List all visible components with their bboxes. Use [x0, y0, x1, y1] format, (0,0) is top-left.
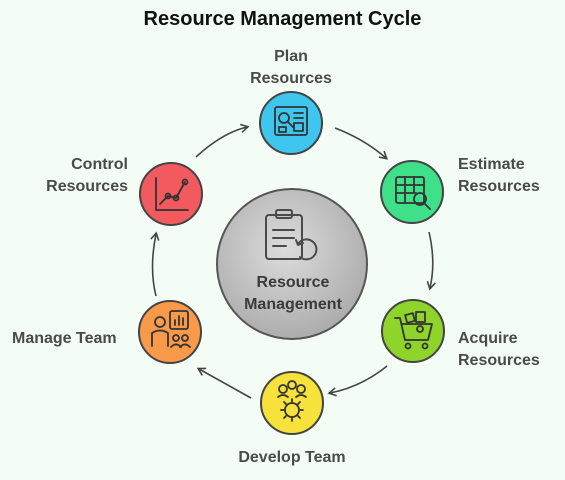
step-label-line: Manage Team [12, 330, 117, 347]
plan-resources-icon [274, 106, 308, 136]
step-label-manage: Manage Team [12, 328, 117, 350]
step-label-estimate: Estimate Resources [458, 154, 540, 198]
arrow-develop-to-manage [196, 367, 252, 399]
arrow-control-to-plan [195, 123, 250, 158]
step-label-line: Estimate [458, 156, 525, 173]
step-label-line: Resources [250, 70, 332, 87]
clipboard-refresh-icon [265, 209, 318, 261]
step-label-develop: Develop Team [222, 447, 362, 469]
step-label-line: Acquire [458, 330, 518, 347]
arrow-manage-to-control [150, 231, 160, 297]
step-label-line: Resources [458, 352, 540, 369]
step-circle-estimate [380, 160, 444, 224]
team-gear-icon [277, 380, 307, 422]
step-circle-plan [259, 91, 323, 155]
step-label-control: Control Resources [30, 154, 128, 198]
presenter-team-icon [151, 310, 191, 348]
step-circle-acquire [381, 299, 445, 363]
step-label-line: Develop Team [238, 449, 346, 466]
step-label-line: Plan [274, 48, 308, 65]
line-chart-icon [155, 177, 189, 211]
center-label-line: Resource [256, 274, 330, 291]
shopping-cart-icon [394, 311, 433, 350]
arrow-acquire-to-develop [327, 365, 388, 397]
arrow-plan-to-estimate [334, 127, 388, 160]
diagram-title: Resource Management Cycle [143, 8, 422, 30]
step-label-line: Control [71, 156, 128, 173]
center-label-line: Management [244, 296, 342, 313]
step-circle-manage [138, 300, 202, 364]
step-label-line: Resources [458, 178, 540, 195]
arrow-estimate-to-acquire [426, 231, 436, 291]
spreadsheet-magnifier-icon [395, 176, 431, 210]
center-label: Resource Management [218, 272, 368, 316]
step-label-acquire: Acquire Resources [458, 328, 540, 372]
step-label-line: Resources [46, 178, 128, 195]
step-label-plan: Plan Resources [241, 46, 341, 90]
step-circle-control [139, 162, 203, 226]
center-circle [216, 188, 368, 340]
